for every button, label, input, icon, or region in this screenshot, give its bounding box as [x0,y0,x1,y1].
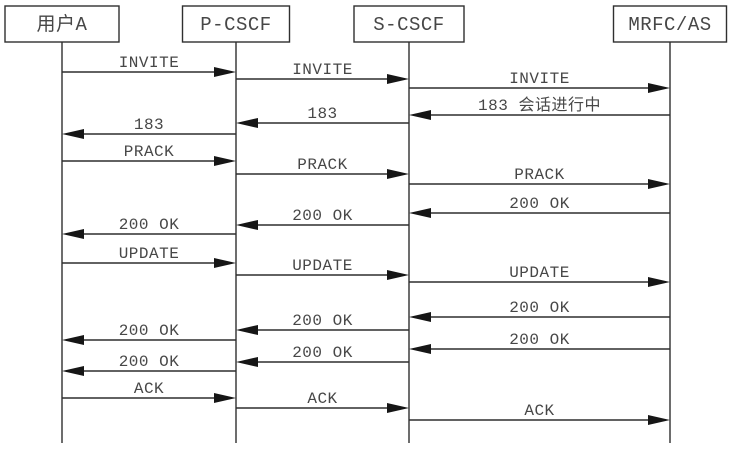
message-label-23: ACK [524,402,554,420]
message-label-15: 200 OK [509,299,570,317]
message-label-16: 200 OK [292,312,353,330]
arrowhead-right-icon [214,156,236,166]
arrowhead-right-icon [648,179,670,189]
participant-box-mrfc-as [612,5,728,43]
arrowhead-right-icon [387,169,409,179]
arrowhead-right-icon [387,74,409,84]
arrowhead-right-icon [214,393,236,403]
arrowhead-right-icon [648,277,670,287]
arrowhead-left-icon [409,110,431,120]
message-label-17: 200 OK [119,322,180,340]
arrowhead-right-icon [387,403,409,413]
arrowhead-left-icon [62,229,84,239]
arrowhead-left-icon [409,312,431,322]
message-label-21: ACK [134,380,164,398]
message-label-22: ACK [307,390,337,408]
message-label-11: 200 OK [119,216,180,234]
message-label-4: 183 [307,105,337,123]
message-label-1: INVITE [292,61,353,79]
arrowhead-right-icon [387,270,409,280]
participant-box-s-cscf [353,5,465,43]
message-label-0: INVITE [119,54,180,72]
message-label-20: 200 OK [119,353,180,371]
participant-box-user-a [4,5,120,43]
arrowhead-left-icon [409,344,431,354]
message-label-2: INVITE [509,70,570,88]
message-label-12: UPDATE [119,245,180,263]
message-label-6: PRACK [124,143,175,161]
arrowhead-left-icon [236,118,258,128]
arrowhead-left-icon [62,129,84,139]
arrowhead-left-icon [62,335,84,345]
arrowhead-right-icon [648,415,670,425]
message-label-13: UPDATE [292,257,353,275]
participant-label-mrfc-as: MRFC/AS [628,14,711,36]
arrowhead-left-icon [236,325,258,335]
arrowhead-right-icon [214,258,236,268]
message-label-5: 183 [134,116,164,134]
message-label-19: 200 OK [292,344,353,362]
message-label-8: PRACK [514,166,565,184]
arrowhead-left-icon [236,357,258,367]
message-label-14: UPDATE [509,264,570,282]
participant-label-s-cscf: S-CSCF [373,14,444,36]
message-label-7: PRACK [297,156,348,174]
participant-label-user-a: 用户A [37,13,88,36]
arrowhead-right-icon [648,83,670,93]
message-label-18: 200 OK [509,331,570,349]
message-label-10: 200 OK [292,207,353,225]
participant-box-p-cscf [181,5,291,43]
participant-label-p-cscf: P-CSCF [200,14,271,36]
arrowhead-left-icon [409,208,431,218]
arrowhead-right-icon [214,67,236,77]
message-label-9: 200 OK [509,195,570,213]
message-label-3: 183 会话进行中 [478,96,601,115]
arrowhead-left-icon [62,366,84,376]
arrowhead-left-icon [236,220,258,230]
